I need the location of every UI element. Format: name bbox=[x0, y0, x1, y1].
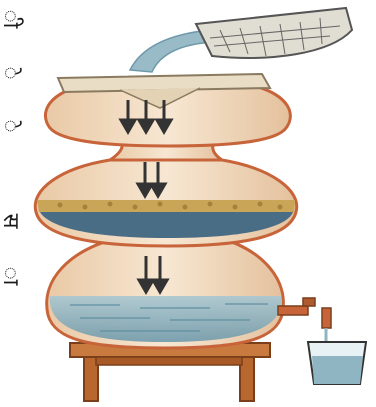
glass bbox=[308, 342, 366, 384]
pot-stack bbox=[35, 74, 296, 348]
filter-sand bbox=[37, 200, 295, 212]
pouring-basket bbox=[130, 8, 352, 72]
tap bbox=[278, 298, 331, 342]
wooden-stand bbox=[70, 343, 270, 401]
